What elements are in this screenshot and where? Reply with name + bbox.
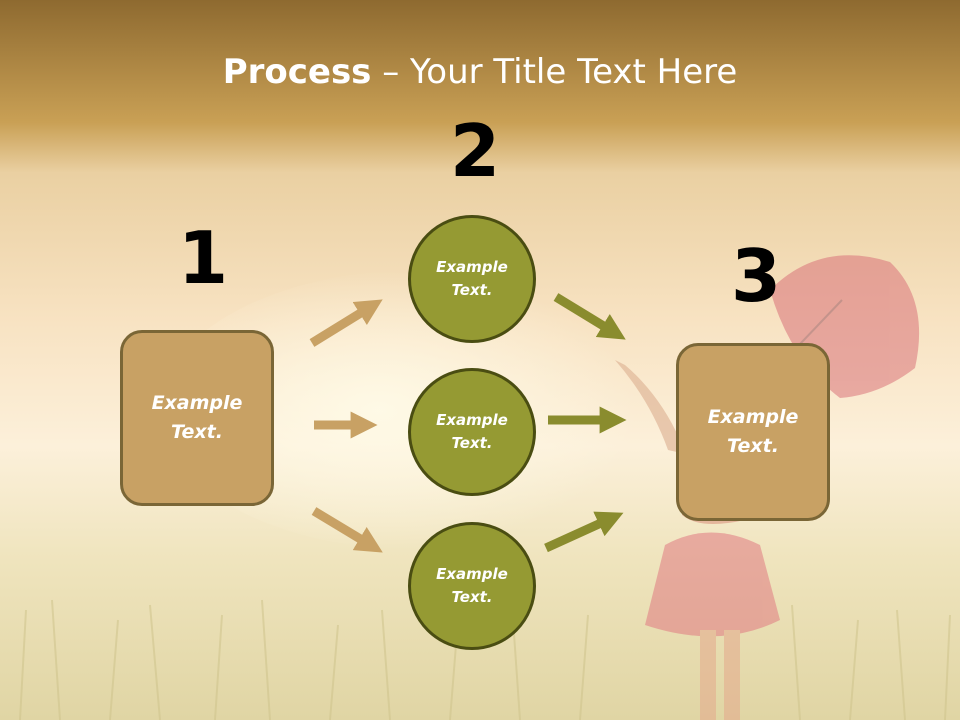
process-circle-middle: Example Text. [408,368,536,496]
step-number-1: 1 [178,216,229,300]
arrow-circle-top-to-box3 [553,293,626,340]
circle-top-line2: Text. [451,281,493,299]
title-bold: Process [222,52,372,92]
arrow-box1-to-circle-bottom [311,507,383,553]
process-box-start: Example Text. [120,330,274,506]
box-start-line2: Text. [171,421,223,443]
step-number-3: 3 [731,234,782,318]
box-end-line2: Text. [727,435,779,457]
circle-middle-line2: Text. [451,434,493,452]
box-start-line1: Example [151,392,243,414]
circle-middle-line1: Example [436,411,508,429]
arrow-box1-to-circle-top [309,299,383,347]
process-box-end: Example Text. [676,343,830,521]
process-circle-bottom: Example Text. [408,522,536,650]
circle-bottom-line1: Example [436,565,508,583]
circle-bottom-line2: Text. [451,588,493,606]
step-number-2: 2 [450,109,501,193]
title-rest: – Your Title Text Here [371,52,738,92]
process-circle-top: Example Text. [408,215,536,343]
box-end-line1: Example [707,406,799,428]
circle-top-line1: Example [436,258,508,276]
slide-title: Process – Your Title Text Here [0,52,960,92]
arrow-circle-bottom-to-box3 [544,511,624,553]
